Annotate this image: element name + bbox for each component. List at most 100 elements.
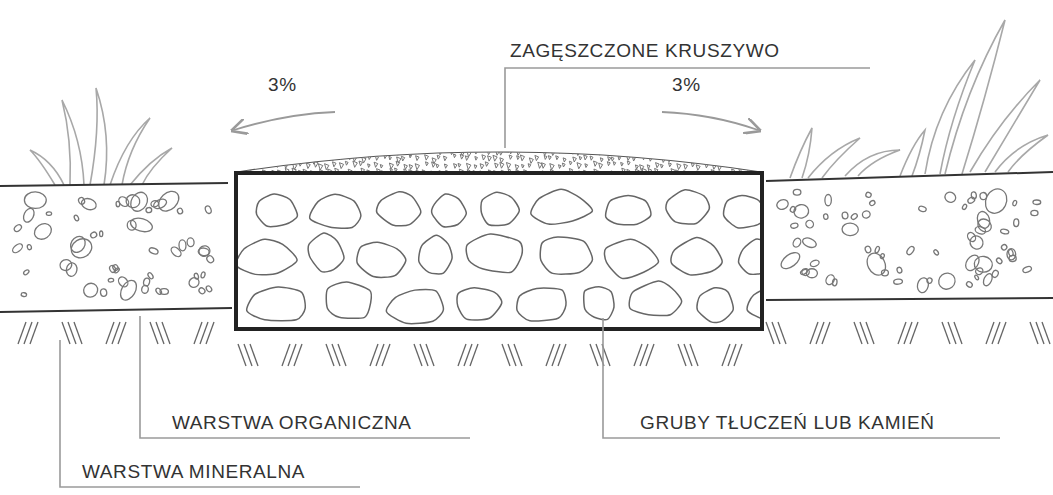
- pebble: [862, 210, 871, 219]
- aggregate-grain: [389, 163, 393, 169]
- pebble: [880, 253, 885, 259]
- stone: [247, 287, 306, 321]
- aggregate-grain: [384, 154, 387, 158]
- hatch-stroke: [866, 322, 874, 344]
- hatch-stroke: [1042, 322, 1050, 344]
- aggregate-grain: [345, 161, 348, 165]
- aggregate-grain: [551, 150, 555, 155]
- aggregate-grain: [300, 143, 303, 147]
- aggregate-grain: [327, 156, 330, 161]
- aggregate-grain: [432, 162, 436, 167]
- aggregate-grain: [276, 163, 279, 167]
- aggregate-grain: [278, 149, 281, 154]
- aggregate-grain: [297, 148, 300, 152]
- aggregate-grain: [608, 157, 611, 161]
- pebble: [881, 270, 888, 276]
- pebble: [793, 189, 801, 195]
- stone: [671, 237, 722, 275]
- stone: [697, 288, 733, 323]
- aggregate-grain: [606, 147, 610, 153]
- aggregate-grain: [517, 141, 520, 145]
- aggregate-grain: [418, 142, 422, 148]
- aggregate-grain: [584, 155, 587, 160]
- aggregate-grain: [508, 143, 512, 148]
- callout-label: ZAGĘSZCZONE KRUSZYWO: [510, 40, 780, 62]
- aggregate-grain: [268, 155, 271, 159]
- hatch-stroke: [162, 322, 170, 344]
- stone: [531, 189, 593, 224]
- aggregate-grain: [326, 148, 330, 154]
- aggregate-grain: [443, 156, 446, 161]
- pebble: [13, 223, 23, 232]
- aggregate-grain: [367, 140, 371, 146]
- pebble: [975, 216, 994, 234]
- pebble: [160, 288, 169, 294]
- aggregate-grain: [696, 157, 699, 161]
- aggregate-grain: [691, 163, 694, 167]
- aggregate-grain: [633, 142, 636, 147]
- aggregate-grain: [618, 157, 621, 161]
- aggregate-grain: [730, 157, 733, 161]
- pebble: [205, 285, 213, 293]
- aggregate-grain: [648, 141, 652, 147]
- aggregate-grain: [718, 150, 722, 155]
- pebble: [125, 193, 141, 209]
- stone: [540, 237, 592, 274]
- pebble: [825, 194, 832, 205]
- aggregate-grain: [368, 156, 371, 160]
- aggregate-grain: [436, 164, 439, 168]
- aggregate-grain: [367, 150, 370, 154]
- aggregate-grain: [650, 150, 654, 156]
- pebble: [100, 231, 103, 237]
- pebble: [148, 247, 159, 255]
- aggregate-grain: [548, 156, 551, 160]
- pebble: [864, 250, 889, 278]
- pebble: [23, 269, 30, 276]
- aggregate-grain: [285, 164, 288, 168]
- aggregate-grain: [401, 147, 404, 151]
- aggregate-grain: [321, 143, 324, 147]
- pebble: [793, 203, 810, 219]
- aggregate-grain: [241, 163, 244, 167]
- aggregate-grain: [640, 140, 644, 146]
- aggregate-grain: [306, 163, 310, 169]
- aggregate-grain: [395, 143, 398, 147]
- stone: [584, 287, 614, 320]
- aggregate-grain: [611, 157, 614, 161]
- pebble: [1012, 200, 1017, 206]
- aggregate-grain: [739, 151, 742, 155]
- compacted-aggregate: [237, 152, 761, 172]
- aggregate-grain: [745, 149, 749, 155]
- stone: [256, 194, 297, 227]
- aggregate-grain: [374, 148, 378, 153]
- pebble: [823, 214, 828, 220]
- aggregate-grain: [565, 148, 568, 152]
- aggregate-grain: [348, 149, 352, 155]
- pebble: [968, 233, 986, 251]
- aggregate-grain: [318, 151, 322, 156]
- aggregate-grain: [619, 144, 623, 150]
- aggregate-grain: [527, 142, 530, 146]
- aggregate-grain: [718, 165, 722, 171]
- aggregate-grain: [479, 142, 483, 147]
- aggregate-grain: [339, 163, 343, 169]
- hatch-stroke: [954, 322, 962, 344]
- aggregate-grain: [474, 165, 477, 169]
- aggregate-grain: [628, 150, 632, 155]
- hatch-stroke: [294, 344, 302, 366]
- aggregate-grain: [458, 163, 461, 167]
- pebble: [806, 269, 817, 278]
- aggregate-grain: [718, 142, 721, 146]
- coarse-stone: [238, 189, 760, 323]
- aggregate-grain: [528, 164, 531, 168]
- aggregate-grain: [585, 164, 588, 168]
- aggregate-grain: [690, 141, 694, 147]
- hatch-stroke: [118, 322, 126, 344]
- aggregate-grain: [284, 157, 288, 163]
- pebble: [68, 234, 88, 255]
- aggregate-grain: [285, 148, 288, 152]
- aggregate-grain: [256, 162, 259, 167]
- aggregate-grain: [495, 163, 499, 168]
- hatch-stroke: [514, 344, 522, 366]
- aggregate-grain: [695, 150, 699, 156]
